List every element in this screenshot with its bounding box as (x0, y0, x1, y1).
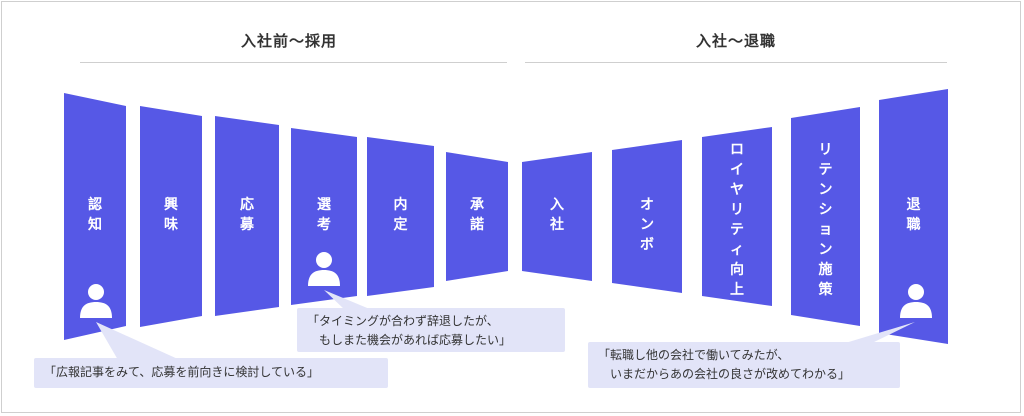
stage-panel-selection (291, 128, 357, 305)
bubble-tail-selection (324, 290, 372, 310)
bubble-tail-awareness (96, 322, 180, 360)
stage-panel-onboarding (612, 140, 682, 293)
section-title-before-joining: 入社前〜採用 (241, 32, 338, 50)
section-divider-before-joining (80, 62, 507, 63)
stage-label-apply: 応募 (240, 197, 254, 233)
stage-panel-acceptance (446, 152, 508, 281)
stage-label-offer: 内定 (393, 197, 408, 233)
person-icon (308, 252, 340, 286)
stage-panel-leave (879, 89, 948, 344)
section-divider-after-joining (525, 62, 947, 63)
person-icon (900, 284, 932, 318)
stage-label-selection: 選考 (317, 197, 331, 233)
stage-label-interest: 興味 (164, 197, 178, 233)
stage-panel-loyalty (702, 127, 772, 306)
stage-label-retention: リテンション施策 (818, 142, 833, 298)
stage-label-onboarding: オンボ (640, 197, 654, 253)
stage-panel-offer (367, 137, 434, 296)
person-icon (80, 284, 112, 318)
stage-label-loyalty: ロイヤリティ向上 (730, 142, 744, 298)
speech-bubble-awareness: 「広報記事をみて、応募を前向きに検討している」 (34, 358, 388, 388)
stage-panel-apply (215, 116, 279, 316)
speech-bubble-selection: 「タイミングが合わず辞退したが、 もしまた機会があれば応募したい」 (297, 308, 565, 352)
stage-label-leave: 退職 (906, 197, 921, 233)
stage-panel-awareness (64, 93, 126, 340)
stage-panel-join (522, 152, 592, 281)
section-title-after-joining: 入社〜退職 (696, 32, 777, 50)
bubble-tail-leave (842, 322, 915, 344)
stage-label-acceptance: 承諾 (470, 197, 484, 233)
stage-panel-interest (140, 106, 202, 327)
stage-label-awareness: 認知 (88, 197, 102, 233)
stage-label-join: 入社 (550, 197, 564, 233)
speech-bubble-leave: 「転職し他の会社で働いてみたが、 いまだからあの会社の良さが改めてわかる」 (588, 342, 900, 388)
stage-panel-retention (791, 107, 860, 326)
